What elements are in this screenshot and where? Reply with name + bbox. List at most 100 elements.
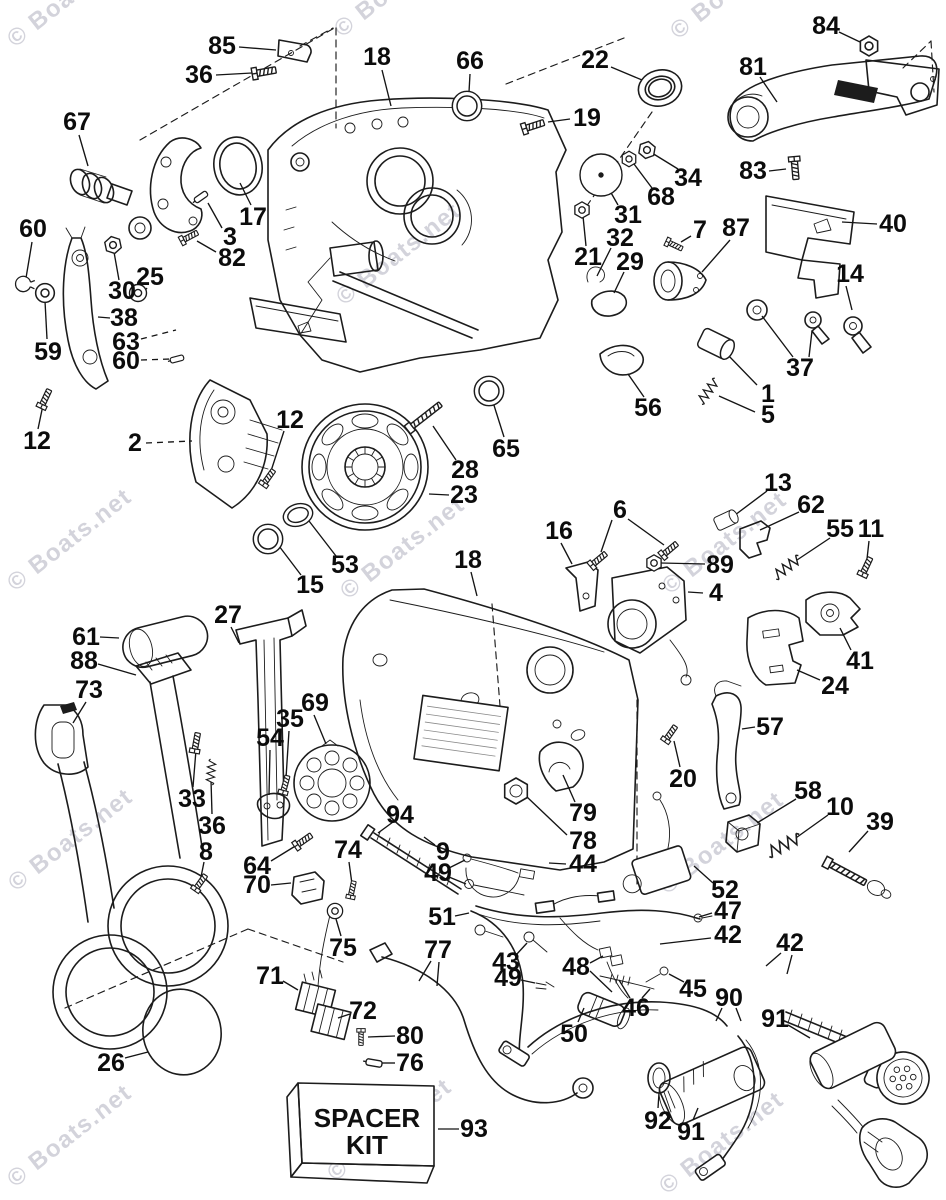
part-label-93: 93 bbox=[460, 1115, 488, 1143]
disc-icon bbox=[579, 153, 623, 197]
nut-icon bbox=[621, 150, 637, 168]
leader-line-59 bbox=[44, 300, 48, 340]
leader-line-77 bbox=[418, 960, 432, 982]
leader-line-88 bbox=[97, 663, 137, 676]
leader-line-71 bbox=[282, 980, 299, 991]
part-label-50: 50 bbox=[560, 1020, 588, 1048]
part-label-72: 72 bbox=[349, 997, 377, 1025]
leader-line-19 bbox=[547, 118, 571, 123]
leader-line-50 bbox=[577, 1007, 585, 1023]
leader-line-78 bbox=[526, 796, 568, 836]
solenoid-assembly bbox=[565, 561, 692, 686]
leader-line-90 bbox=[715, 1007, 723, 1022]
leader-line-66 bbox=[468, 73, 471, 93]
key-small bbox=[804, 311, 830, 345]
leader-line-80 bbox=[367, 1035, 396, 1038]
leader-line-82 bbox=[196, 240, 217, 253]
spacer-kit-label-line1: SPACER bbox=[314, 1103, 421, 1133]
leader-line-75 bbox=[335, 918, 342, 937]
washer-icon bbox=[34, 282, 56, 304]
leader-line-56 bbox=[627, 373, 645, 398]
part-label-71: 71 bbox=[256, 962, 284, 990]
part-label-10: 10 bbox=[826, 793, 854, 821]
part-label-89: 89 bbox=[706, 551, 734, 579]
part-label-6: 6 bbox=[613, 496, 627, 524]
part-label-84: 84 bbox=[812, 12, 840, 40]
screw-icon bbox=[277, 773, 293, 797]
part-label-42: 42 bbox=[776, 929, 804, 957]
part-label-49: 49 bbox=[494, 964, 522, 992]
part-label-60: 60 bbox=[19, 215, 47, 243]
part-label-11: 11 bbox=[858, 515, 885, 543]
part-label-51: 51 bbox=[428, 903, 456, 931]
part-label-61: 61 bbox=[72, 623, 100, 651]
leader-line-83 bbox=[768, 168, 787, 172]
screw-icon bbox=[787, 155, 803, 181]
leader-line-8 bbox=[200, 861, 205, 878]
leader-line-54 bbox=[268, 749, 271, 796]
leader-line-13 bbox=[734, 490, 768, 516]
screw-icon bbox=[250, 63, 278, 81]
nut-icon bbox=[859, 35, 879, 57]
leader-line-57 bbox=[741, 726, 756, 730]
part-label-43: 43 bbox=[492, 948, 520, 976]
part-label-15: 15 bbox=[296, 571, 324, 599]
screw-icon bbox=[356, 1028, 366, 1046]
part-label-91: 91 bbox=[677, 1118, 705, 1146]
oring-icon bbox=[633, 64, 687, 112]
part-label-24: 24 bbox=[821, 672, 849, 700]
part-label-38: 38 bbox=[110, 304, 138, 332]
part-label-59: 59 bbox=[34, 338, 62, 366]
screw-icon bbox=[519, 116, 547, 136]
leader-line-35 bbox=[285, 730, 290, 779]
leader-line-6 bbox=[600, 519, 613, 553]
control-handle bbox=[727, 55, 940, 142]
leader-line-89 bbox=[660, 562, 706, 565]
part-label-47: 47 bbox=[714, 897, 742, 925]
part-label-55: 55 bbox=[826, 515, 854, 543]
leader-line-64 bbox=[270, 844, 298, 862]
part-label-64: 64 bbox=[243, 852, 271, 880]
part-label-9: 9 bbox=[436, 838, 450, 866]
leader-line-45 bbox=[668, 973, 685, 983]
center-parts bbox=[586, 195, 872, 559]
leader-line-22 bbox=[610, 66, 643, 81]
leader-line-94 bbox=[377, 821, 394, 834]
part-label-83: 83 bbox=[739, 157, 767, 185]
part-label-4: 4 bbox=[709, 579, 723, 607]
leader-line-42 bbox=[765, 952, 782, 967]
pin-icon bbox=[190, 189, 210, 206]
part-label-28: 28 bbox=[451, 456, 479, 484]
leader-line-91 bbox=[692, 1107, 699, 1121]
washer-icon bbox=[326, 902, 344, 920]
screw-icon bbox=[660, 722, 680, 746]
part-label-39: 39 bbox=[866, 808, 894, 836]
mid-left-parts bbox=[189, 297, 429, 531]
part-label-92: 92 bbox=[644, 1107, 672, 1135]
leader-line-49 bbox=[520, 979, 536, 984]
screw-icon bbox=[663, 236, 685, 254]
leader-line-21 bbox=[582, 215, 587, 247]
part-label-46: 46 bbox=[622, 994, 650, 1022]
part-label-30: 30 bbox=[108, 277, 136, 305]
key-large bbox=[843, 316, 872, 354]
leader-line-4 bbox=[687, 591, 704, 594]
part-label-52: 52 bbox=[711, 876, 739, 904]
spacer-kit-box bbox=[286, 1082, 435, 1184]
part-label-78: 78 bbox=[569, 827, 597, 855]
part-label-81: 81 bbox=[739, 53, 767, 81]
leader-line-42 bbox=[786, 954, 793, 975]
part-label-17: 17 bbox=[239, 203, 267, 231]
part-label-70: 70 bbox=[243, 871, 271, 899]
part-label-21: 21 bbox=[574, 243, 602, 271]
leader-line-46 bbox=[641, 988, 651, 999]
leader-line-30 bbox=[113, 251, 120, 281]
lower-housing bbox=[341, 588, 639, 898]
leader-line-2 bbox=[145, 440, 193, 444]
part-label-75: 75 bbox=[329, 934, 357, 962]
clip-icon bbox=[13, 274, 38, 296]
leader-line-36 bbox=[215, 72, 253, 76]
leader-line-49 bbox=[448, 859, 466, 869]
part-label-73: 73 bbox=[75, 676, 103, 704]
cyl-icon bbox=[695, 326, 738, 363]
